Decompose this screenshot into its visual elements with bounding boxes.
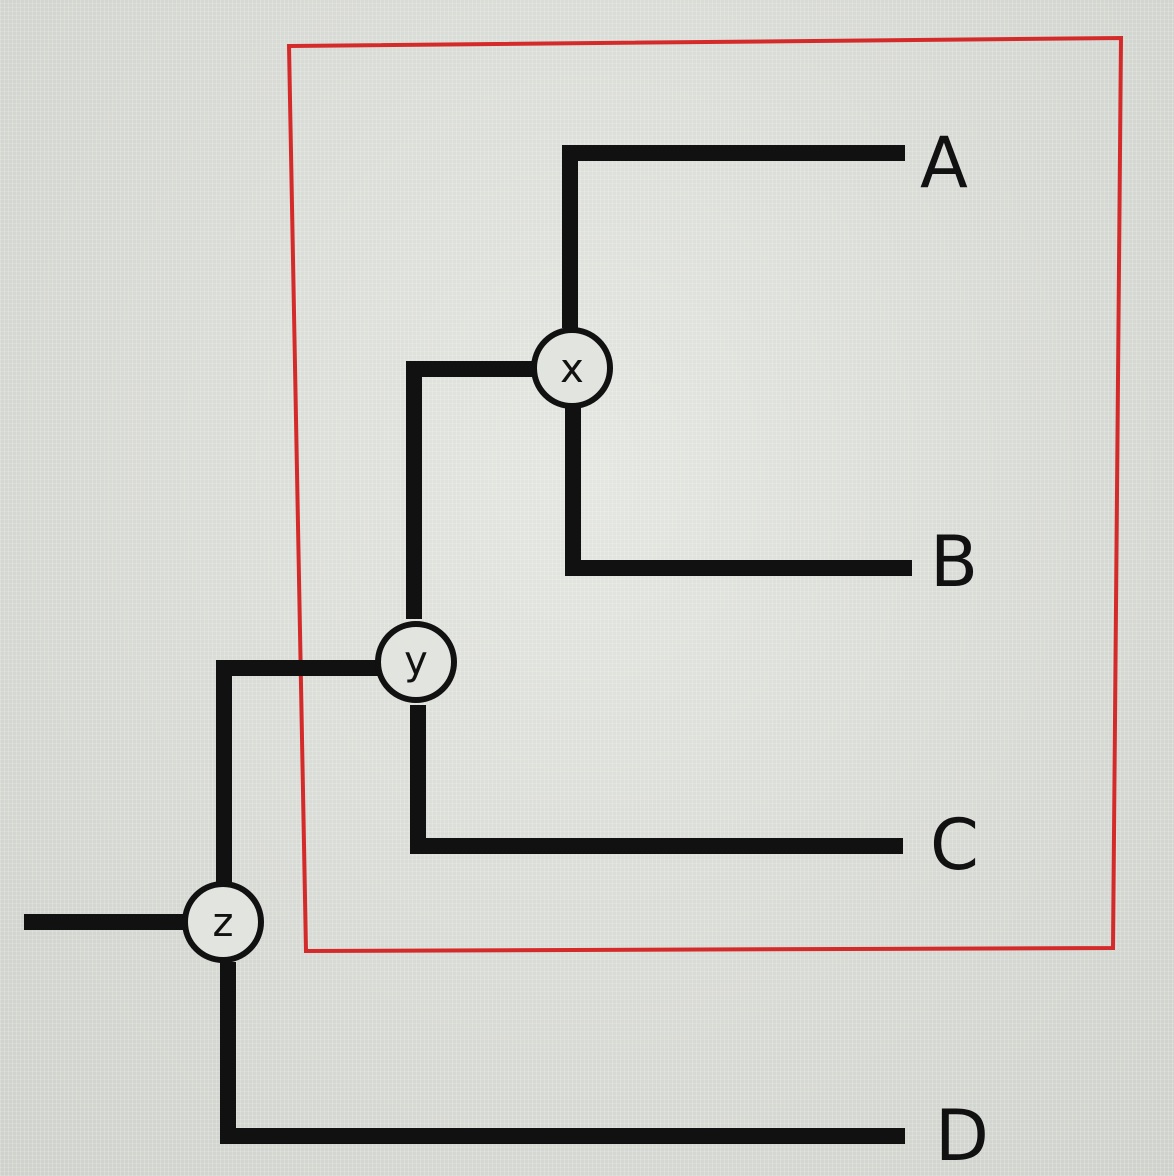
branch-x-to-b [565,408,912,576]
node-y-label: y [404,638,428,684]
node-x: x [531,327,613,409]
leaf-d-label: D [935,1095,989,1176]
branch-y-to-c [410,705,903,854]
leaf-a-label: A [920,122,968,204]
node-x-label: x [560,346,584,392]
branch-z-to-d [220,962,905,1144]
highlight-box [286,35,1124,954]
branch-z-to-y [216,660,378,882]
branch-y-to-x [406,361,532,619]
node-z: z [182,881,264,963]
leaf-b-label: B [930,521,978,603]
node-y: y [375,621,457,703]
branch-x-to-a [562,145,905,328]
leaf-c-label: C [930,804,979,886]
node-z-label: z [213,900,234,946]
